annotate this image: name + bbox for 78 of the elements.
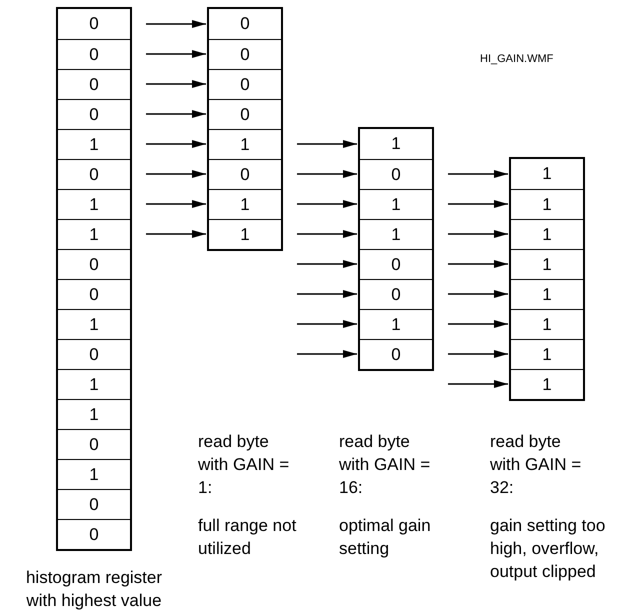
arrow	[448, 290, 508, 298]
arrow	[146, 140, 206, 148]
arrow	[448, 320, 508, 328]
register-cell: 1	[511, 219, 583, 249]
register-cell: 1	[360, 189, 432, 219]
caption-text: gain setting too high, overflow, output clipped	[490, 515, 606, 583]
register-cell: 0	[58, 249, 130, 279]
register-cell: 1	[360, 309, 432, 339]
arrow	[297, 200, 357, 208]
arrow	[448, 350, 508, 358]
register-cell: 1	[209, 219, 281, 249]
register-cell: 1	[58, 189, 130, 219]
caption-text: read byte with GAIN = 32:	[490, 431, 582, 499]
arrow	[297, 260, 357, 268]
register-cell: 0	[209, 39, 281, 69]
register-cell: 1	[58, 219, 130, 249]
arrow	[146, 80, 206, 88]
arrow	[297, 350, 357, 358]
register-cell: 0	[58, 429, 130, 459]
register-cell: 0	[58, 489, 130, 519]
register-cell: 0	[58, 279, 130, 309]
register-cell: 0	[360, 279, 432, 309]
arrow	[146, 170, 206, 178]
arrow	[297, 140, 357, 148]
register-cell: 1	[511, 249, 583, 279]
register-cell: 0	[58, 39, 130, 69]
register-cell: 0	[58, 69, 130, 99]
file-name-label: HI_GAIN.WMF	[480, 52, 554, 66]
arrow	[448, 200, 508, 208]
register-cell: 1	[511, 279, 583, 309]
register-cell: 0	[209, 69, 281, 99]
register-cell: 1	[58, 129, 130, 159]
register-cell: 0	[209, 159, 281, 189]
arrow	[297, 290, 357, 298]
caption-text: histogram register with highest value	[24, 567, 164, 612]
register-cell: 1	[360, 129, 432, 159]
register-cell: 1	[511, 339, 583, 369]
arrow	[297, 230, 357, 238]
register-cell: 1	[360, 219, 432, 249]
register-cell: 1	[209, 129, 281, 159]
register-cell: 0	[360, 249, 432, 279]
register-cell: 0	[209, 9, 281, 39]
register-cell: 0	[58, 519, 130, 549]
arrow	[297, 170, 357, 178]
arrow	[448, 380, 508, 388]
register-column	[56, 7, 132, 551]
caption-text: read byte with GAIN = 1:	[198, 431, 290, 499]
arrow	[146, 200, 206, 208]
register-cell: 0	[360, 159, 432, 189]
register-cell: 0	[209, 99, 281, 129]
register-cell: 1	[58, 309, 130, 339]
register-cell: 1	[58, 399, 130, 429]
register-cell: 1	[511, 189, 583, 219]
register-column	[509, 157, 585, 401]
register-cell: 0	[58, 99, 130, 129]
register-cell: 0	[360, 339, 432, 369]
caption-text: read byte with GAIN = 16:	[339, 431, 432, 499]
register-column	[207, 7, 283, 251]
arrow	[146, 230, 206, 238]
arrow	[297, 320, 357, 328]
register-cell: 1	[511, 369, 583, 399]
register-cell: 1	[511, 159, 583, 189]
register-cell: 1	[58, 459, 130, 489]
register-cell: 0	[58, 9, 130, 39]
arrow	[146, 110, 206, 118]
caption-text: full range not utilized	[198, 515, 298, 560]
register-cell: 0	[58, 339, 130, 369]
caption-text: optimal gain setting	[339, 515, 432, 560]
arrow	[448, 260, 508, 268]
register-cell: 1	[58, 369, 130, 399]
register-cell: 0	[58, 159, 130, 189]
arrow	[448, 230, 508, 238]
register-cell: 1	[511, 309, 583, 339]
arrow	[146, 20, 206, 28]
arrow	[448, 170, 508, 178]
register-cell: 1	[209, 189, 281, 219]
arrow	[146, 50, 206, 58]
register-column	[358, 127, 434, 371]
